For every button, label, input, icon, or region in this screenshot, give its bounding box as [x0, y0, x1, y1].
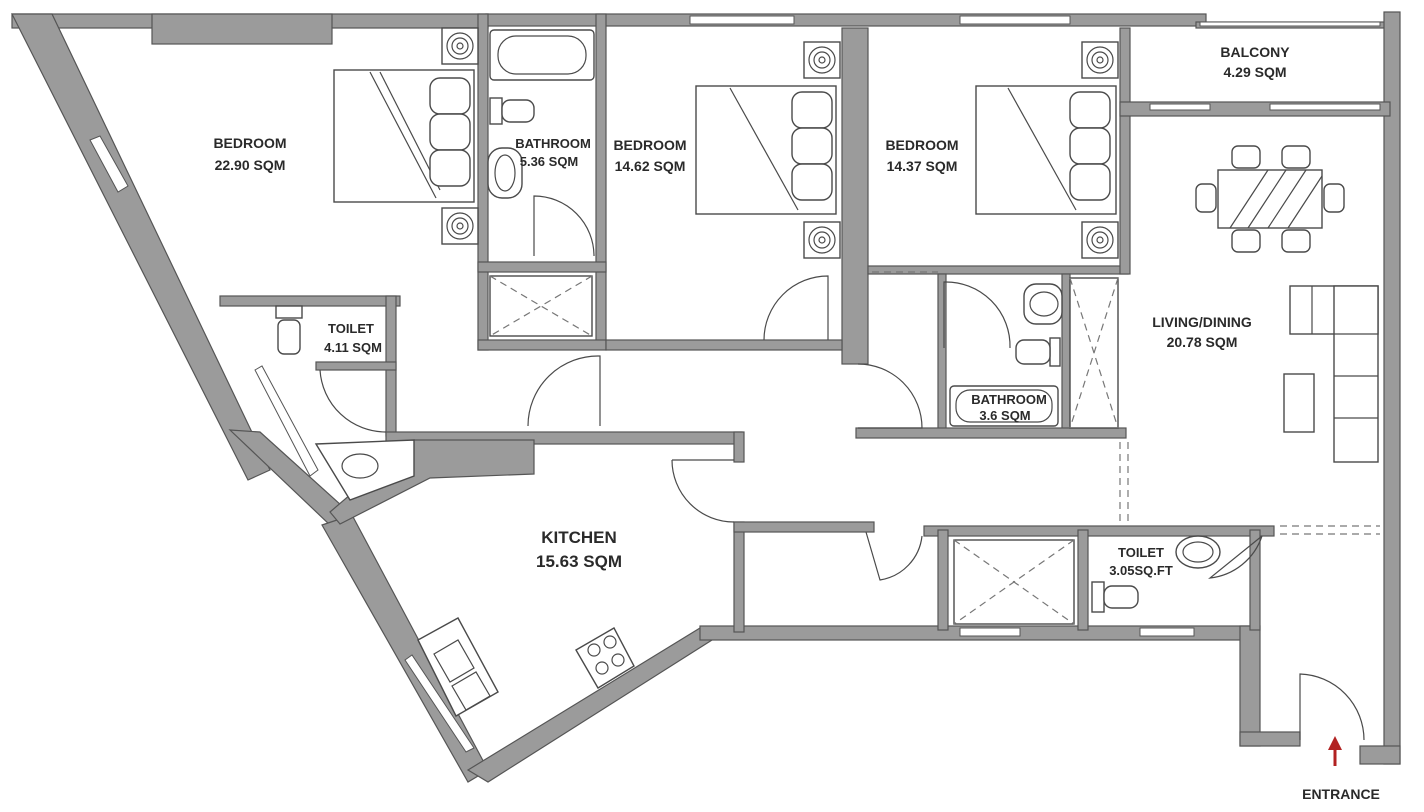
lamp-icon [803, 41, 841, 79]
living-name: LIVING/DINING [1152, 314, 1252, 330]
fixtures [275, 29, 1221, 613]
toilet-1-name: TOILET [328, 321, 374, 336]
bed-icon [975, 85, 1117, 215]
bedroom-3-name: BEDROOM [885, 137, 958, 153]
walls [11, 11, 1401, 783]
kitchen-fixtures [417, 617, 635, 717]
bedroom-3-area: 14.37 SQM [887, 158, 958, 174]
stove-icon [575, 627, 635, 689]
room-labels: BEDROOM 22.90 SQM BATHROOM 5.36 SQM BEDR… [213, 44, 1379, 802]
sink-icon [487, 147, 523, 199]
bed-icon [695, 85, 837, 215]
dining-table-icon [1195, 145, 1345, 253]
windows [89, 15, 1381, 753]
lamps [441, 27, 1119, 259]
sink-icon [314, 439, 415, 501]
kitchen-sink-icon [417, 617, 499, 717]
toilet-2-area: 3.05SQ.FT [1109, 563, 1173, 578]
toilet-2-name: TOILET [1118, 545, 1164, 560]
doors [319, 195, 1365, 741]
lamp-icon [1081, 41, 1119, 79]
sink-icon [1023, 283, 1063, 325]
bathroom-2-area: 3.6 SQM [979, 408, 1030, 423]
kitchen-name: KITCHEN [541, 528, 617, 547]
bedroom-2-area: 14.62 SQM [615, 158, 686, 174]
entrance-arrow-icon [1328, 736, 1342, 766]
lamp-icon [1081, 221, 1119, 259]
balcony-name: BALCONY [1220, 44, 1290, 60]
lamp-icon [803, 221, 841, 259]
kitchen-area: 15.63 SQM [536, 552, 622, 571]
lamp-icon [441, 207, 479, 245]
bedroom-1-area: 22.90 SQM [215, 157, 286, 173]
bathtub-icon [949, 385, 1059, 427]
bedroom-1-name: BEDROOM [213, 135, 286, 151]
bed-icon [333, 69, 475, 203]
bedroom-2-name: BEDROOM [613, 137, 686, 153]
toilet-icon [1015, 337, 1061, 367]
bathroom-2-name: BATHROOM [971, 392, 1047, 407]
toilet-icon [489, 97, 535, 125]
sofa-icon [1289, 285, 1379, 463]
bathtub-icon [489, 29, 595, 81]
toilet-icon [1091, 581, 1139, 613]
shower-boxes [489, 275, 1119, 625]
toilet-icon [275, 305, 303, 355]
dashed-openings [872, 271, 1380, 535]
lamp-icon [441, 27, 479, 65]
toilet-1-area: 4.11 SQM [324, 340, 382, 355]
balcony-area: 4.29 SQM [1223, 64, 1286, 80]
beds [333, 69, 1117, 215]
entrance-label: ENTRANCE [1302, 786, 1380, 802]
bathroom-1-area: 5.36 SQM [520, 154, 579, 169]
living-area: 20.78 SQM [1167, 334, 1238, 350]
coffee-table-icon [1283, 373, 1315, 433]
sink-icon [1175, 535, 1221, 569]
bathroom-1-name: BATHROOM [515, 136, 591, 151]
